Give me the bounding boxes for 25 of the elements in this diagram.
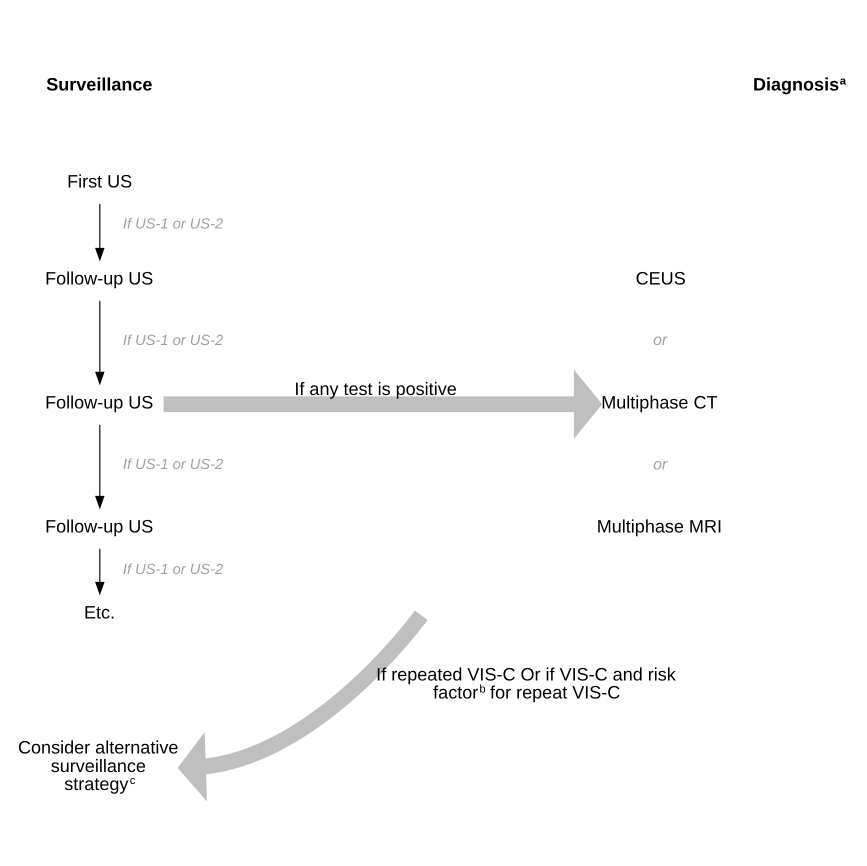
node-text: Follow-up US <box>44 268 153 288</box>
node-text: Multiphase CT <box>600 392 717 413</box>
label: or <box>652 332 667 350</box>
edge-label: If US-1 or US-2 <box>122 332 223 349</box>
arrow <box>94 548 104 596</box>
edge-label: If repeated VIS-C Or if VIS-C and risk factor$^{b}$ for repeat VIS-C <box>376 664 676 702</box>
arrow <box>94 300 104 386</box>
label: Surveillance <box>46 74 152 94</box>
node-text: CEUS <box>635 268 686 288</box>
node-text: Consider alternative surveillance strategy$^{c}$ <box>18 738 178 794</box>
arrow <box>94 424 104 510</box>
edge-label: If US-1 or US-2 <box>122 456 223 473</box>
node-text: Etc. <box>84 602 115 622</box>
arrow <box>94 204 104 262</box>
arrow <box>177 610 428 802</box>
edge-label: If US-1 or US-2 <box>122 216 223 233</box>
arrow <box>163 370 602 439</box>
label: Diagnosis$^{a}$ <box>752 74 846 94</box>
node-text: Multiphase MRI <box>596 516 722 537</box>
node-text: Follow-up US <box>44 516 153 537</box>
label: or <box>652 456 667 474</box>
node-text: Follow-up US <box>44 392 153 413</box>
edge-label: If US-1 or US-2 <box>122 562 223 578</box>
edge-label: If any test is positive <box>294 378 456 399</box>
node-text: First US <box>66 171 132 192</box>
